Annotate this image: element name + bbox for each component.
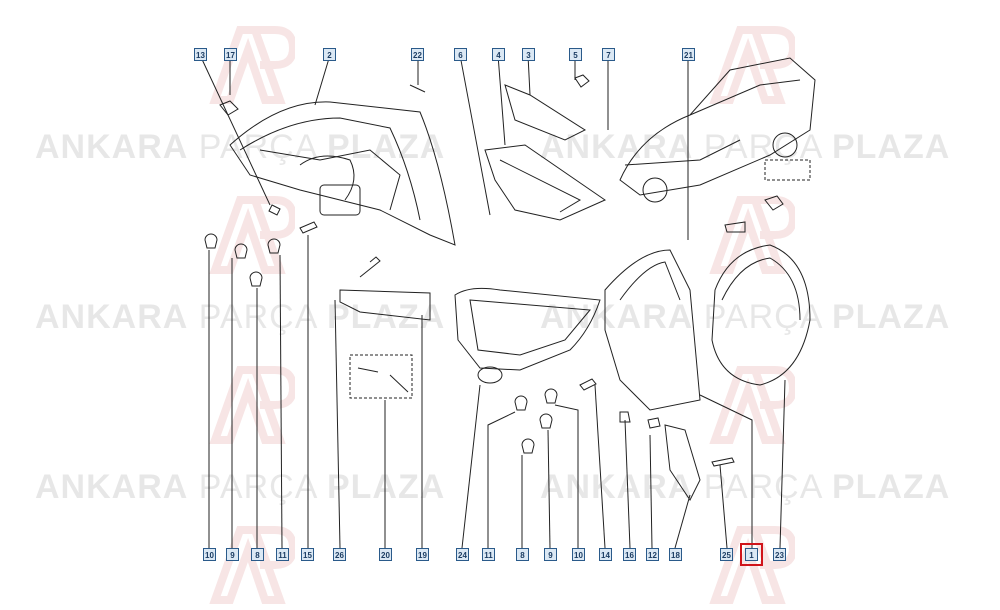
tail-lamp-illustration: [229, 101, 456, 246]
reflector-strip-illustration: [484, 144, 607, 221]
callout-9[interactable]: 9: [226, 548, 239, 561]
watermark-logo-icon: [209, 366, 295, 444]
callout-2[interactable]: 2: [323, 48, 336, 61]
callout-15[interactable]: 15: [301, 548, 314, 561]
callout-26[interactable]: 26: [333, 548, 346, 561]
callout-24[interactable]: 24: [456, 548, 469, 561]
bulbs-center: [514, 388, 558, 454]
callout-8[interactable]: 8: [516, 548, 529, 561]
callout-18[interactable]: 18: [669, 548, 682, 561]
callout-20[interactable]: 20: [379, 548, 392, 561]
callout-8[interactable]: 8: [251, 548, 264, 561]
callout-22[interactable]: 22: [411, 48, 424, 61]
side-marker-illustration: [339, 289, 431, 321]
callout-3[interactable]: 3: [522, 48, 535, 61]
bulb-kit-box: [349, 354, 413, 399]
center-lamp-illustration: [604, 249, 701, 411]
plate-light-illustration: [504, 84, 587, 141]
bracket-illustration: [664, 424, 701, 501]
watermark-logo-icon: [709, 26, 795, 104]
callout-14[interactable]: 14: [599, 548, 612, 561]
watermark-text: ANKARA PARÇA PLAZA: [540, 128, 951, 166]
callout-1-highlighted[interactable]: 1: [740, 543, 763, 566]
lamp-housing-illustration: [454, 287, 601, 371]
lamp-cover-illustration: [711, 244, 811, 386]
callout-11[interactable]: 11: [482, 548, 495, 561]
callout-25[interactable]: 25: [720, 548, 733, 561]
callout-16[interactable]: 16: [623, 548, 636, 561]
watermark-logo-icon: [209, 26, 295, 104]
callout-4[interactable]: 4: [492, 48, 505, 61]
callout-21[interactable]: 21: [682, 48, 695, 61]
callout-12[interactable]: 12: [646, 548, 659, 561]
callout-17[interactable]: 17: [224, 48, 237, 61]
callout-23[interactable]: 23: [773, 548, 786, 561]
callout-6[interactable]: 6: [454, 48, 467, 61]
callout-11[interactable]: 11: [276, 548, 289, 561]
callout-13[interactable]: 13: [194, 48, 207, 61]
callout-9[interactable]: 9: [544, 548, 557, 561]
watermark-text: ANKARA PARÇA PLAZA: [35, 128, 446, 166]
car-illustration: [619, 57, 816, 203]
label-box: [764, 159, 811, 181]
bulbs-left: [204, 233, 281, 287]
watermark-text: ANKARA PARÇA PLAZA: [540, 298, 951, 336]
watermark-logo-icon: [709, 366, 795, 444]
callout-5[interactable]: 5: [569, 48, 582, 61]
watermark-logo-icon: [209, 196, 295, 274]
callout-10[interactable]: 10: [572, 548, 585, 561]
callout-10[interactable]: 10: [203, 548, 216, 561]
callout-7[interactable]: 7: [602, 48, 615, 61]
callout-19[interactable]: 19: [416, 548, 429, 561]
